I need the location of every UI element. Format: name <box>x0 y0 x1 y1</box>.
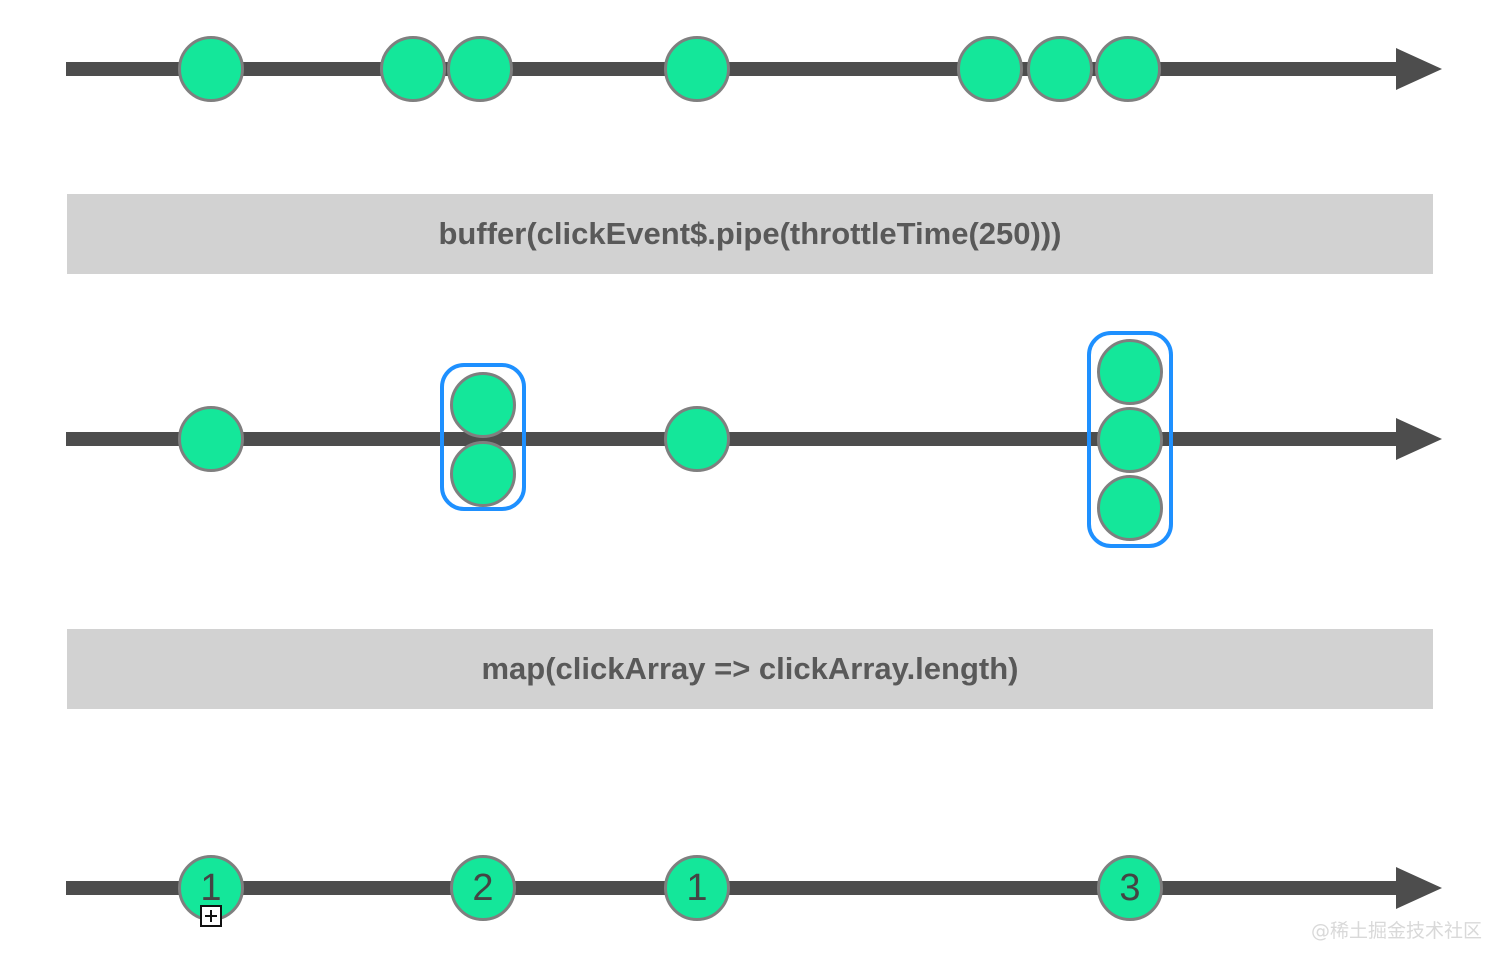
marble-source-1 <box>178 36 244 102</box>
buffer-group-box-2 <box>1087 331 1173 548</box>
marble-count-2-label: 2 <box>472 867 494 909</box>
crosshair-cursor-icon[interactable] <box>200 905 222 927</box>
buffered-timeline-axis <box>66 418 1442 460</box>
marble-buffered-3 <box>664 406 730 472</box>
mapped-timeline: 1 2 1 3 <box>0 808 1512 965</box>
marble-buffered-4a <box>1097 339 1163 405</box>
mapped-timeline-axis <box>66 867 1442 909</box>
marble-count-1-label: 1 <box>200 867 222 909</box>
marble-count-4-label: 3 <box>1119 867 1141 909</box>
marble-source-7 <box>1095 36 1161 102</box>
operator-bar-buffer: buffer(clickEvent$.pipe(throttleTime(250… <box>67 194 1433 274</box>
marble-count-3: 1 <box>664 855 730 921</box>
operator-bar-map-label: map(clickArray => clickArray.length) <box>481 651 1019 686</box>
marble-source-3 <box>447 36 513 102</box>
marble-buffered-4c <box>1097 475 1163 541</box>
marble-source-4 <box>664 36 730 102</box>
marble-source-5 <box>957 36 1023 102</box>
marble-source-6 <box>1027 36 1093 102</box>
buffered-timeline <box>0 310 1512 570</box>
marble-buffered-2a <box>450 372 516 438</box>
marble-buffered-2b <box>450 441 516 507</box>
marble-buffered-1 <box>178 406 244 472</box>
marble-buffered-4b <box>1097 407 1163 473</box>
marble-count-4: 3 <box>1097 855 1163 921</box>
marble-count-2: 2 <box>450 855 516 921</box>
source-timeline <box>0 0 1512 160</box>
buffer-group-box-1 <box>440 363 526 511</box>
marble-count-3-label: 1 <box>686 867 708 909</box>
watermark-text: @稀土掘金技术社区 <box>1310 920 1482 942</box>
marble-source-2 <box>380 36 446 102</box>
operator-bar-map: map(clickArray => clickArray.length) <box>67 629 1433 709</box>
source-timeline-axis <box>66 48 1442 90</box>
operator-bar-buffer-label: buffer(clickEvent$.pipe(throttleTime(250… <box>438 216 1062 251</box>
